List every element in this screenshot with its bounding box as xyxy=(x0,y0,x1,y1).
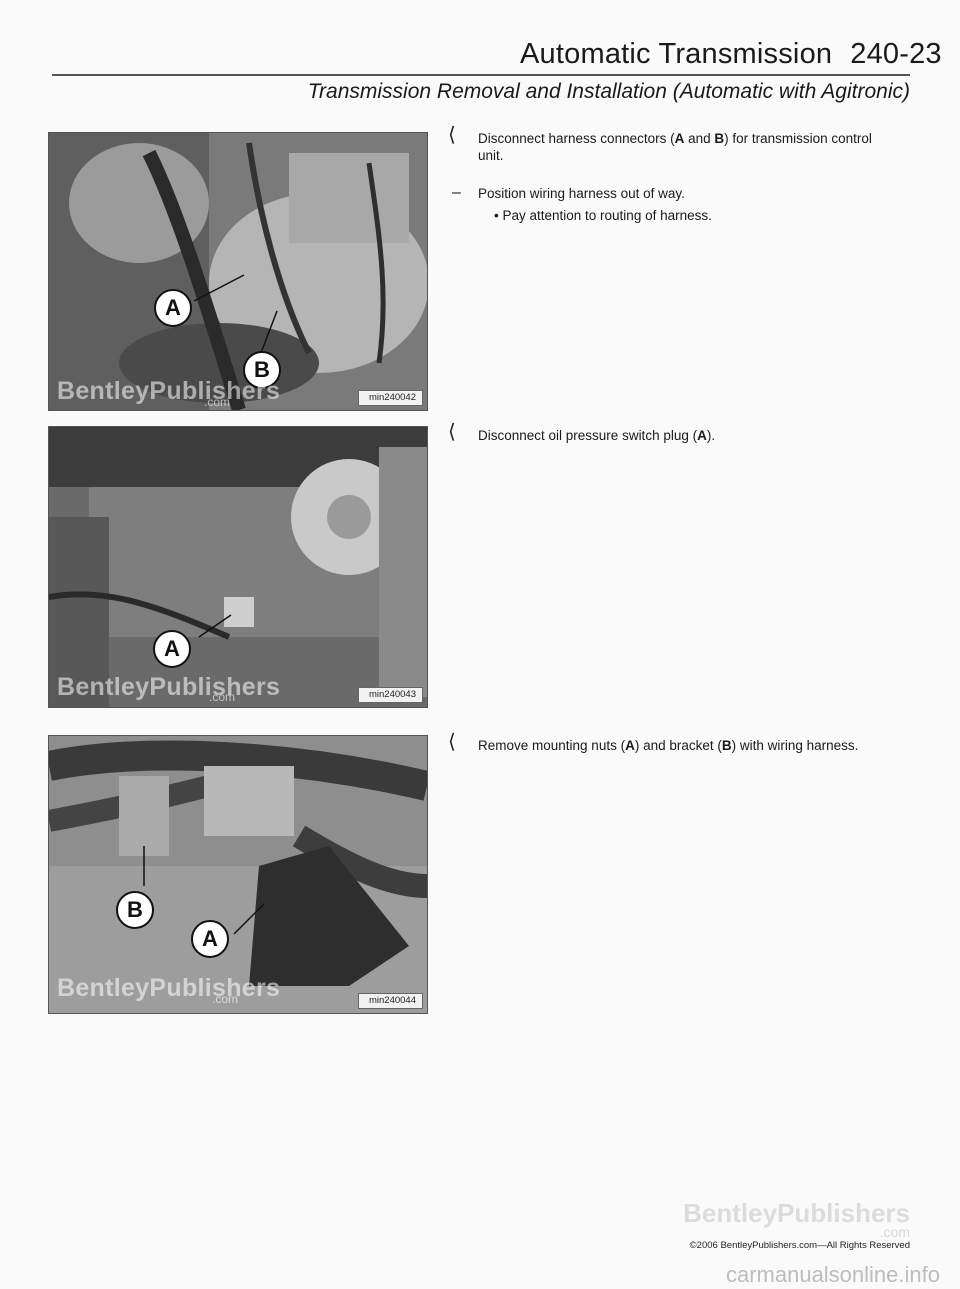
step-text: Disconnect oil pressure switch plug (A). xyxy=(478,427,912,444)
header-rule xyxy=(52,74,910,76)
text-segment: ) for transmission control xyxy=(724,131,872,146)
callout-a: A xyxy=(191,920,229,958)
site-watermark: carmanualsonline.info xyxy=(725,1262,940,1287)
bullet-icon: • xyxy=(494,208,503,223)
figure-code: min240043 xyxy=(357,687,423,703)
copyright-text: ©2006 BentleyPublishers.com—All Rights R… xyxy=(689,1240,910,1251)
figure-oil-pressure-switch: A BentleyPublishers .com min240043 xyxy=(48,426,428,708)
label-a: A xyxy=(674,131,685,146)
figure-harness-connectors: A B BentleyPublishers .com min240042 xyxy=(48,132,428,411)
page-header: Automatic Transmission 240-23 xyxy=(520,38,942,71)
label-b: B xyxy=(714,131,725,146)
left-arrow-icon: ⟨ xyxy=(448,731,456,753)
bullet-text: Pay attention to routing of harness. xyxy=(502,208,712,223)
photo-watermark-com: .com xyxy=(204,395,231,409)
figure-mounting-nuts-bracket: B A BentleyPublishers .com min240044 xyxy=(48,735,428,1014)
callout-a: A xyxy=(154,289,192,327)
step-position-harness: Position wiring harness out of way. xyxy=(478,186,685,201)
text-segment: Remove mounting nuts ( xyxy=(478,738,626,753)
text-segment: Disconnect oil pressure switch plug ( xyxy=(478,428,698,443)
callout-b: B xyxy=(116,891,154,929)
label-b: B xyxy=(721,738,732,753)
left-arrow-icon: ⟨ xyxy=(448,421,456,443)
engine-photo-1 xyxy=(49,133,427,410)
figure-code: min240044 xyxy=(357,993,423,1009)
dash-marker: – xyxy=(452,184,461,201)
photo-watermark: BentleyPublishers xyxy=(57,377,281,405)
photo-watermark: BentleyPublishers xyxy=(57,673,281,701)
figure-code: min240042 xyxy=(357,390,423,406)
label-a: A xyxy=(625,738,635,753)
footer-logo: BentleyPublishers xyxy=(683,1198,910,1228)
photo-watermark: BentleyPublishers xyxy=(57,974,281,1002)
chapter-title: Automatic Transmission xyxy=(520,38,833,70)
step-text: Remove mounting nuts (A) and bracket (B)… xyxy=(478,737,912,754)
left-arrow-icon: ⟨ xyxy=(448,124,456,146)
text-segment: and xyxy=(684,131,715,146)
step-remove-mounting-nuts: ⟨ Remove mounting nuts (A) and bracket (… xyxy=(448,732,912,754)
text-segment: unit. xyxy=(478,148,504,163)
text-segment: ) with wiring harness. xyxy=(731,738,859,753)
text-segment: Disconnect harness connectors ( xyxy=(478,131,675,146)
step-disconnect-oil-switch: ⟨ Disconnect oil pressure switch plug (A… xyxy=(448,422,912,444)
section-subtitle: Transmission Removal and Installation (A… xyxy=(307,80,910,103)
text-segment: ). xyxy=(706,428,716,443)
engine-photo-2 xyxy=(49,427,427,707)
callout-a: A xyxy=(153,630,191,668)
engine-photo-3 xyxy=(49,736,427,1013)
photo-watermark-com: .com xyxy=(212,992,239,1006)
footer-logo-com: .com xyxy=(879,1224,910,1240)
label-a: A xyxy=(697,428,707,443)
page-number: 240-23 xyxy=(850,38,942,70)
photo-watermark-com: .com xyxy=(209,690,236,704)
bullet-item: • Pay attention to routing of harness. xyxy=(494,208,712,223)
step-text: Disconnect harness connectors (A and B) … xyxy=(478,130,912,164)
callout-b: B xyxy=(243,351,281,389)
text-segment: ) and bracket ( xyxy=(634,738,722,753)
step-disconnect-harness: ⟨ Disconnect harness connectors (A and B… xyxy=(448,125,912,164)
